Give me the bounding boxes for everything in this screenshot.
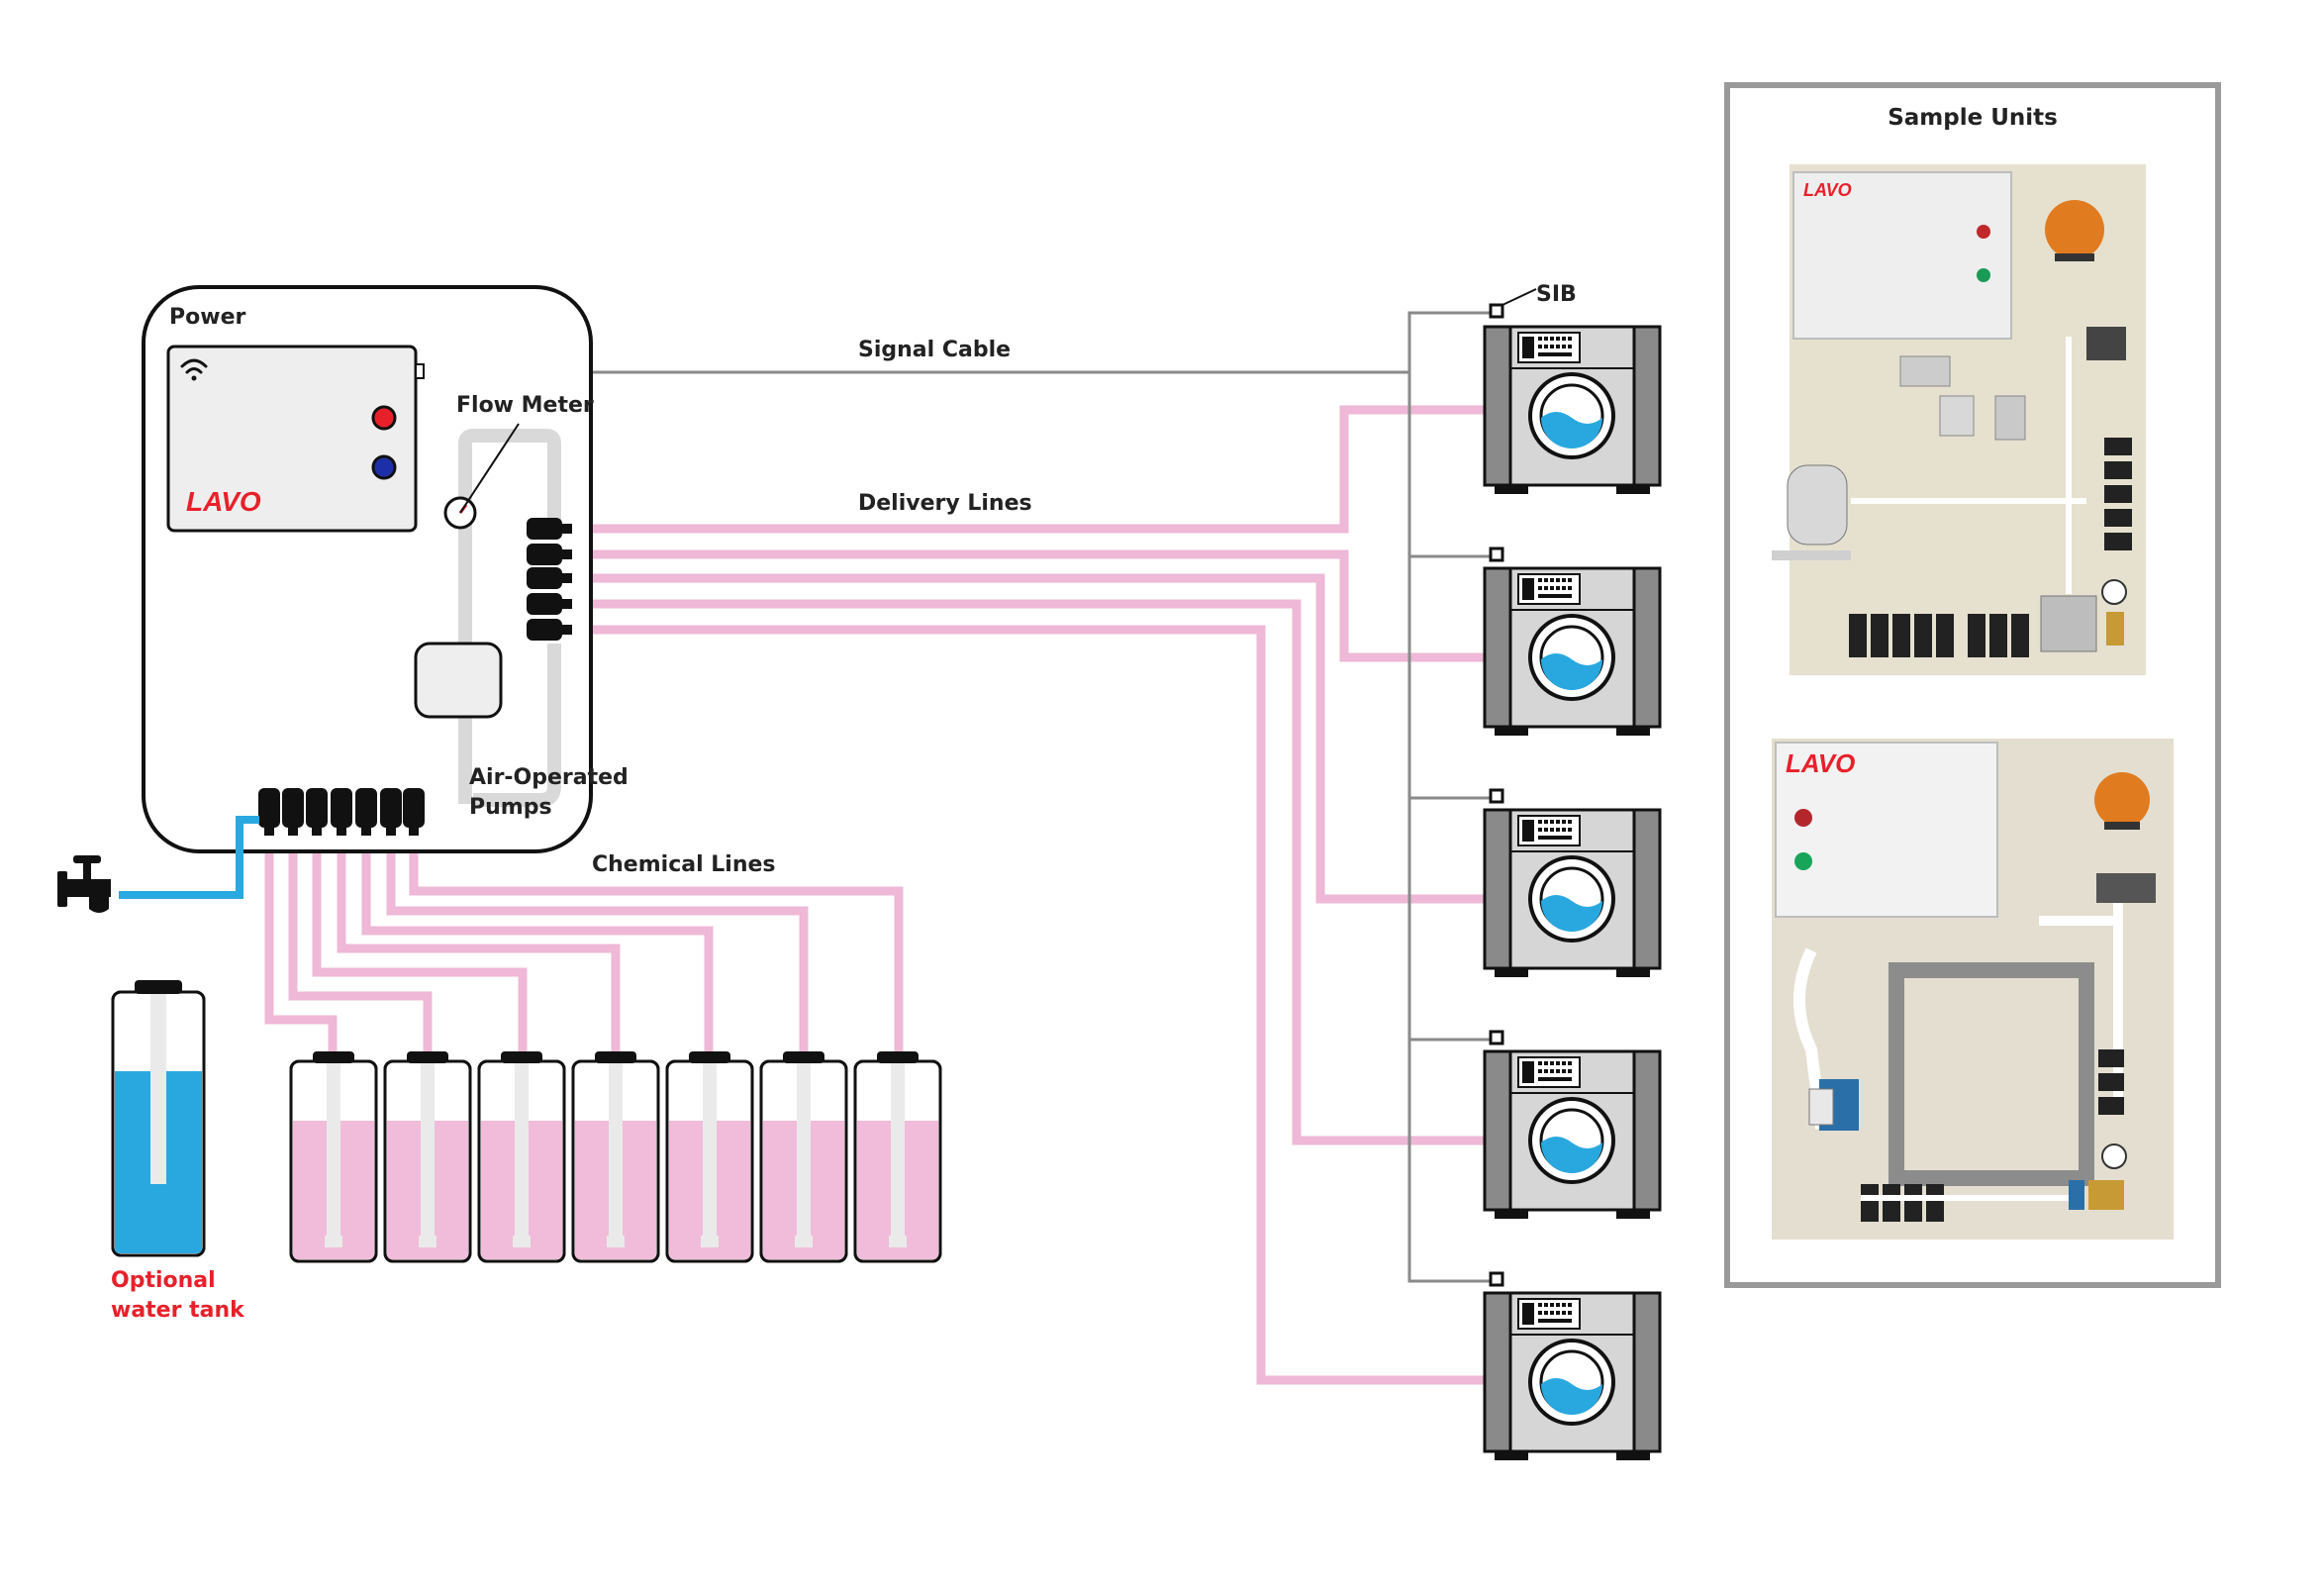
delivery-lines [564, 405, 1485, 1385]
canister [759, 1049, 848, 1263]
flow-meter-label: Flow Meter [456, 393, 594, 418]
washer [1483, 325, 1662, 496]
flow-meter-icon [443, 423, 520, 530]
signal-cable-label: Signal Cable [858, 338, 1011, 362]
chemical-lines [264, 830, 904, 1051]
blue-indicator [371, 454, 397, 480]
washer [1483, 566, 1662, 738]
air-pumps-label-2: Pumps [469, 795, 552, 820]
chemical-lines-label: Chemical Lines [592, 852, 776, 877]
red-indicator [371, 405, 397, 431]
sib-label: SIB [1536, 282, 1577, 307]
washing-machines [1483, 325, 1662, 1462]
lavo-logo-photo-1: LAVO [1803, 180, 1852, 200]
dosing-cabinet: Power LAVO Flow Meter [142, 285, 594, 853]
optional-water-tank [111, 980, 206, 1257]
power-label: Power [169, 305, 245, 330]
canister [477, 1049, 566, 1263]
faucet-icon [57, 855, 111, 913]
sib-boxes [1489, 303, 1504, 1287]
sample-units-panel: Sample Units LAVO [1724, 82, 2221, 1288]
air-pump [414, 642, 503, 719]
sample-units-title: Sample Units [1888, 105, 2058, 131]
chemical-canisters [289, 1049, 942, 1263]
canister [571, 1049, 660, 1263]
lavo-logo: LAVO [186, 486, 261, 517]
washer [1483, 1291, 1662, 1462]
canister [383, 1049, 472, 1263]
canister [289, 1049, 378, 1263]
delivery-lines-label: Delivery Lines [858, 491, 1032, 516]
washer [1483, 808, 1662, 979]
lavo-logo-photo-2: LAVO [1786, 748, 1855, 778]
washer [1483, 1049, 1662, 1221]
wifi-icon [180, 358, 208, 381]
canister [853, 1049, 942, 1263]
sample-unit-photo-2: LAVO [1772, 739, 2174, 1240]
optional-tank-label-2: water tank [111, 1298, 245, 1323]
canister [665, 1049, 754, 1263]
air-pumps-label-1: Air-Operated [469, 765, 629, 790]
controller-box: LAVO [166, 345, 425, 533]
sib-pointer [1501, 288, 1537, 306]
optional-tank-label-1: Optional [111, 1268, 216, 1293]
water-supply-line [119, 816, 259, 899]
sample-unit-photo-1: LAVO [1772, 164, 2146, 675]
